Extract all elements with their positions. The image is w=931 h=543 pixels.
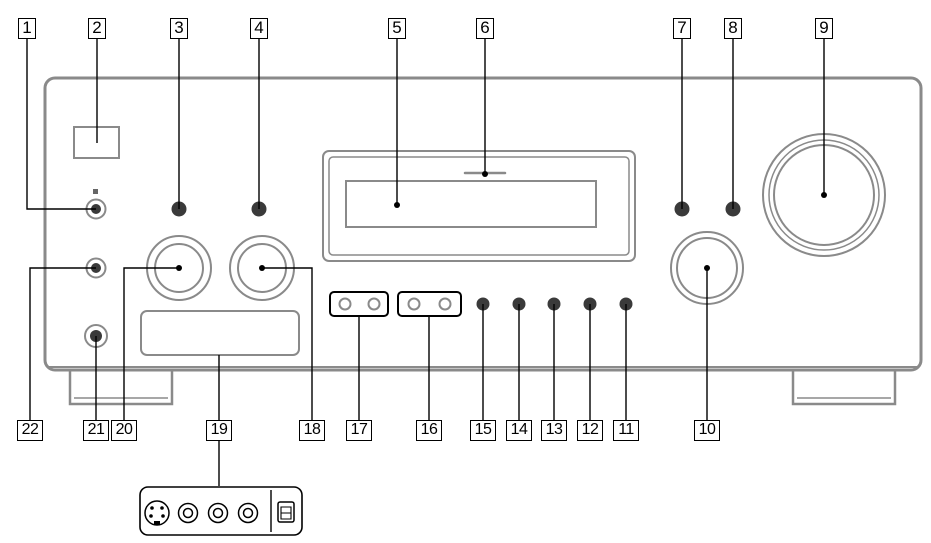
callout-21: 21 xyxy=(83,420,109,441)
callout-3: 3 xyxy=(170,18,188,39)
callout-18: 18 xyxy=(299,420,325,441)
button-17-left[interactable] xyxy=(338,297,352,311)
s-video-key xyxy=(154,521,160,525)
leader-lines xyxy=(26,38,825,486)
s-video-pin-c xyxy=(149,514,153,518)
video-jack-center xyxy=(182,507,194,519)
standby-indicator-mark xyxy=(93,189,98,194)
audio-r-jack xyxy=(237,502,259,524)
callout-1: 1 xyxy=(18,18,36,39)
callout-12: 12 xyxy=(577,420,603,441)
callout-20: 20 xyxy=(111,420,137,441)
callout-5: 5 xyxy=(388,18,406,39)
callout-7: 7 xyxy=(673,18,691,39)
callout-15: 15 xyxy=(470,420,496,441)
callout-17: 17 xyxy=(346,420,372,441)
button-pair-16 xyxy=(397,291,462,317)
button-17-right[interactable] xyxy=(367,297,381,311)
display-window xyxy=(345,180,597,228)
callout-22: 22 xyxy=(17,420,43,441)
s-video-pin-b xyxy=(160,506,164,510)
audio-l-jack-center xyxy=(212,507,224,519)
foot-right xyxy=(791,370,897,406)
button-16-left[interactable] xyxy=(407,297,421,311)
audio-l-jack xyxy=(207,502,229,524)
callout-10: 10 xyxy=(694,420,720,441)
callout-11: 11 xyxy=(613,420,639,441)
display-frame-outer xyxy=(322,150,636,262)
callout-16: 16 xyxy=(416,420,442,441)
callout-4: 4 xyxy=(250,18,268,39)
leader-dots xyxy=(176,171,827,271)
s-video-pin-a xyxy=(150,506,154,510)
audio-r-jack-center xyxy=(242,507,254,519)
callout-6: 6 xyxy=(476,18,494,39)
optical-jack xyxy=(277,501,295,523)
optical-jack-shutter xyxy=(280,506,292,520)
callout-14: 14 xyxy=(506,420,532,441)
display-frame-inner xyxy=(328,156,630,256)
callout-8: 8 xyxy=(724,18,742,39)
callout-2: 2 xyxy=(88,18,106,39)
callout-19: 19 xyxy=(206,420,232,441)
front-inputs-panel xyxy=(139,486,303,536)
button-16-right[interactable] xyxy=(438,297,452,311)
front-input-door[interactable] xyxy=(140,310,300,356)
callout-13: 13 xyxy=(541,420,567,441)
foot-left xyxy=(68,370,174,406)
video-jack xyxy=(177,502,199,524)
s-video-pin-d xyxy=(161,514,165,518)
callout-9: 9 xyxy=(815,18,833,39)
